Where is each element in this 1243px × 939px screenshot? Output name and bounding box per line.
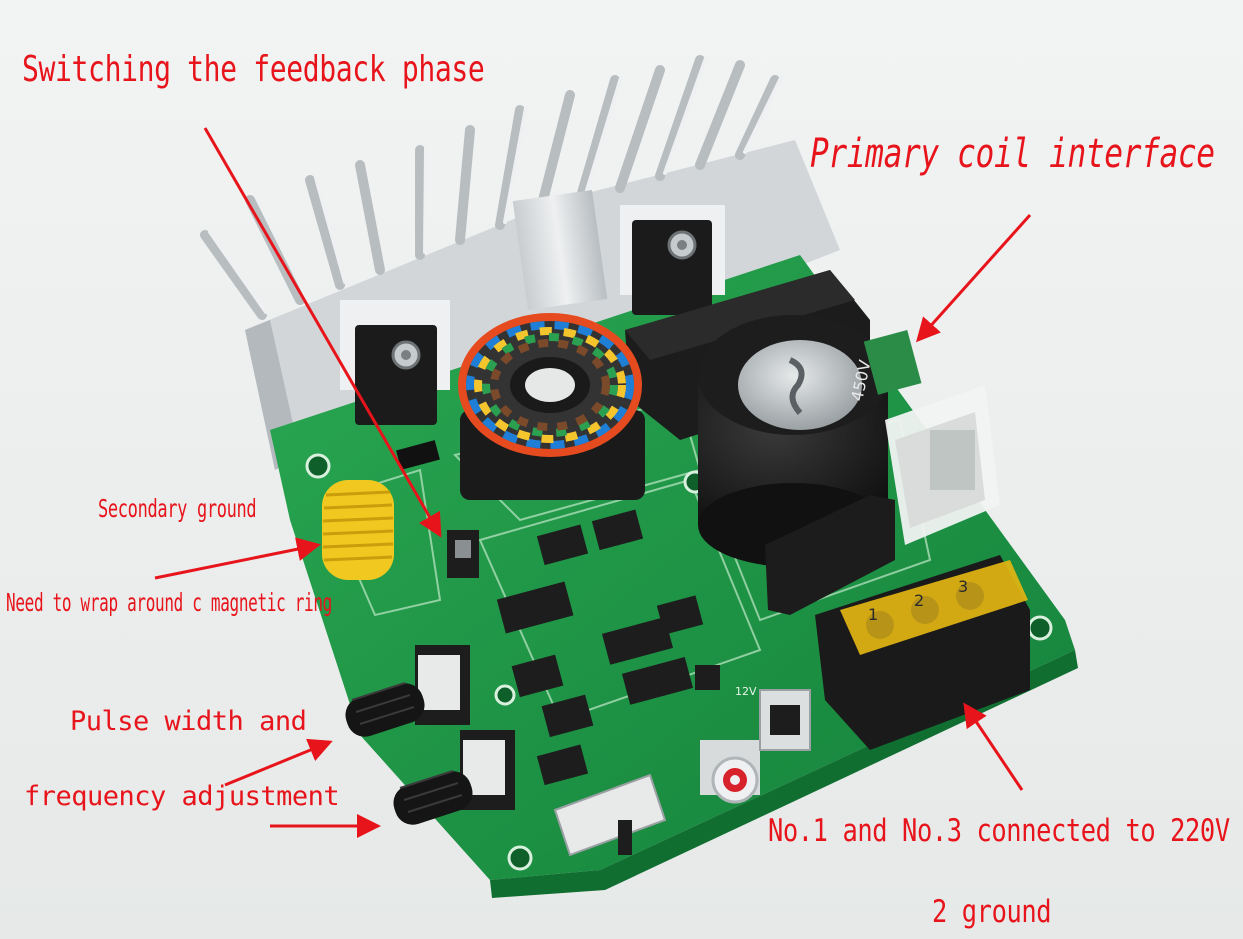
ic-chips	[496, 509, 720, 786]
arrow-primary-coil	[915, 213, 1032, 343]
rca-jack	[700, 740, 760, 804]
toroid-transformer	[458, 313, 645, 500]
phase-switch	[447, 530, 479, 578]
label-2-ground: 2 ground	[932, 894, 1052, 930]
terminal-number-3: 3	[958, 577, 968, 596]
arrow-pulse-width	[224, 738, 333, 787]
arrow-secondary-ground	[154, 537, 321, 580]
dc-jack: 12V	[735, 685, 811, 751]
label-pulse-width: Pulse width and	[70, 706, 307, 737]
terminal-number-1: 1	[868, 605, 878, 624]
mounting-holes	[305, 453, 1053, 871]
annotation-arrows	[154, 127, 1032, 838]
terminal-number-2: 2	[914, 591, 924, 610]
label-secondary-ground: Secondary ground	[98, 494, 257, 523]
label-no13-220v: No.1 and No.3 connected to 220V	[768, 813, 1230, 849]
arrow-switch-phase	[203, 127, 442, 538]
label-frequency-adjustment: frequency adjustment	[24, 781, 340, 812]
slide-switch	[553, 773, 667, 857]
potentiometer-frequency	[393, 730, 515, 825]
smd-resistor	[396, 440, 440, 470]
yellow-magnetic-ring	[322, 480, 394, 580]
potentiometer-pulse-width	[345, 645, 470, 737]
label-primary-coil: Primary coil interface	[810, 131, 1215, 177]
label-wrap-ring: Need to wrap around c magnetic ring	[6, 588, 332, 617]
bridge-rectifier	[765, 495, 895, 615]
mains-terminal-block: 1 2 3	[815, 555, 1030, 750]
arrow-mains-terminal	[963, 702, 1024, 791]
electrolytic-capacitor: 450V	[698, 315, 888, 567]
primary-terminal-block	[863, 329, 922, 395]
mosfet-left	[340, 300, 450, 425]
fuse-holder	[885, 385, 1000, 545]
label-switch-phase: Switching the feedback phase	[22, 49, 485, 90]
mosfet-right	[620, 205, 725, 315]
silk-12v: 12V	[735, 685, 757, 698]
